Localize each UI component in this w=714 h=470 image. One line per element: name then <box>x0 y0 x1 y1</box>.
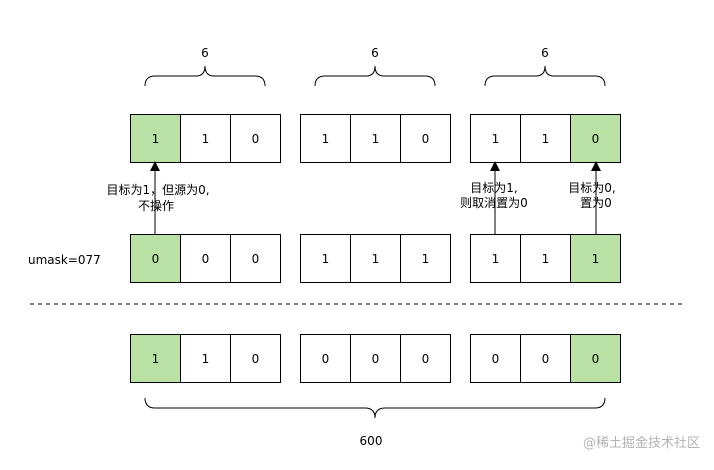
bit-row-umask: 0 0 0 1 1 1 1 1 1 <box>130 234 621 283</box>
bit-group-3: 1 1 0 <box>470 114 621 163</box>
bit-value: 1 <box>322 132 330 146</box>
bit-group-1: 0 0 0 <box>130 234 281 283</box>
annotation-set-zero-line-1: 目标为0, <box>568 181 615 195</box>
watermark: @稀土掘金技术社区 <box>583 435 700 451</box>
bit-value: 0 <box>422 132 430 146</box>
annotation-no-op-line-1: 目标为1，但源为0, <box>106 183 209 197</box>
brace-group-3 <box>484 65 606 87</box>
bit-cell <box>300 334 351 383</box>
bit-value: 1 <box>372 132 380 146</box>
total-label: 600 <box>360 434 383 448</box>
bit-row-source: 1 1 0 1 1 0 1 1 0 <box>130 114 621 163</box>
bit-group-3: 0 0 0 <box>470 334 621 383</box>
brace-group-1 <box>144 65 266 87</box>
bit-cell <box>130 334 181 383</box>
annotation-clear-line-1: 目标为1, <box>470 181 517 195</box>
group-size-label-1: 6 <box>201 46 209 60</box>
bit-cell <box>130 114 181 163</box>
bit-value: 0 <box>252 252 260 266</box>
annotation-set-zero-line-2: 置为0 <box>580 196 612 210</box>
bit-cell <box>520 234 571 283</box>
bit-value: 0 <box>422 352 430 366</box>
bit-cell <box>470 234 521 283</box>
bit-value: 0 <box>152 252 160 266</box>
bit-value: 0 <box>202 252 210 266</box>
bottom-brace <box>144 397 606 419</box>
bit-value: 0 <box>492 352 500 366</box>
bit-value: 0 <box>252 352 260 366</box>
bit-cell <box>230 114 281 163</box>
bit-value: 1 <box>152 132 160 146</box>
group-size-label-2: 6 <box>371 46 379 60</box>
bit-cell <box>470 334 521 383</box>
bit-cell <box>570 234 621 283</box>
annotation-clear-line-2: 则取消置为0 <box>460 196 528 210</box>
bit-value: 0 <box>542 352 550 366</box>
bit-row-result: 1 1 0 0 0 0 0 0 0 <box>130 334 621 383</box>
top-braces: 6 6 6 <box>144 46 606 87</box>
bit-value: 1 <box>322 252 330 266</box>
bit-cell <box>350 334 401 383</box>
bit-value: 0 <box>592 132 600 146</box>
annotation-no-op-line-2: 不操作 <box>138 198 174 213</box>
umask-label: umask=077 <box>28 253 101 267</box>
arrows <box>150 161 601 234</box>
bit-cell <box>130 234 181 283</box>
bit-value: 1 <box>152 352 160 366</box>
bit-cell <box>230 334 281 383</box>
bit-cell <box>300 234 351 283</box>
bit-cell <box>180 334 231 383</box>
bit-group-2: 0 0 0 <box>300 334 451 383</box>
bit-value: 1 <box>372 252 380 266</box>
bit-group-1: 1 1 0 <box>130 334 281 383</box>
bit-cell <box>230 234 281 283</box>
bit-cell <box>400 114 451 163</box>
bit-cell <box>570 334 621 383</box>
bit-value: 1 <box>202 352 210 366</box>
bit-value: 0 <box>322 352 330 366</box>
bit-group-2: 1 1 0 <box>300 114 451 163</box>
bit-value: 1 <box>202 132 210 146</box>
bit-cell <box>350 114 401 163</box>
bit-group-3: 1 1 1 <box>470 234 621 283</box>
bit-value: 1 <box>492 132 500 146</box>
bit-rows: 1 1 0 1 1 0 1 1 0 0 0 0 1 1 1 1 1 1 1 1 0 0 0 0 0 0 0 <box>130 114 621 383</box>
bit-group-2: 1 1 1 <box>300 234 451 283</box>
bit-cell <box>400 334 451 383</box>
bit-value: 0 <box>252 132 260 146</box>
bit-value: 1 <box>592 252 600 266</box>
bit-value: 1 <box>492 252 500 266</box>
bit-value: 0 <box>372 352 380 366</box>
bit-value: 1 <box>542 132 550 146</box>
group-size-label-3: 6 <box>541 46 549 60</box>
bit-cell <box>400 234 451 283</box>
bit-cell <box>520 114 571 163</box>
bit-value: 1 <box>422 252 430 266</box>
annotations: 目标为1，但源为0, 不操作 目标为1, 则取消置为0 目标为0, 置为0 <box>106 181 615 213</box>
bit-value: 1 <box>542 252 550 266</box>
brace-group-2 <box>314 65 436 87</box>
bit-value: 0 <box>592 352 600 366</box>
bit-cell <box>180 114 231 163</box>
bit-cell <box>350 234 401 283</box>
bit-group-1: 1 1 0 <box>130 114 281 163</box>
